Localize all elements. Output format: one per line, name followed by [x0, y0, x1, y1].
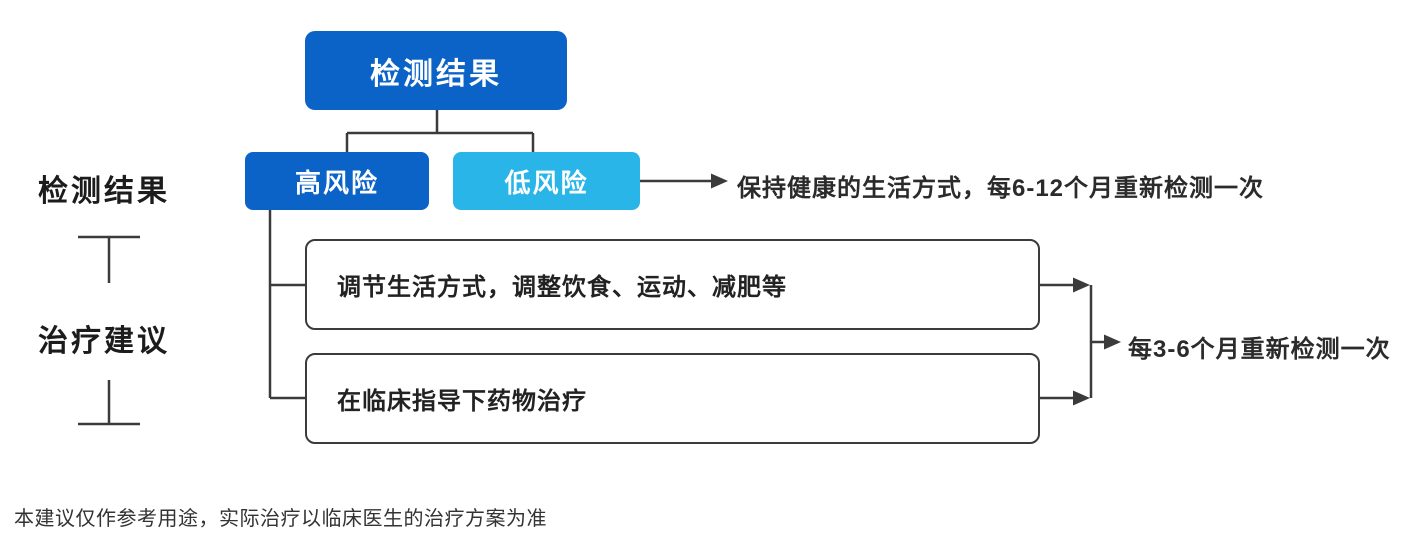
- low-risk-followup-note: 保持健康的生活方式，每6-12个月重新检测一次: [737, 175, 1265, 202]
- arrow-right-icon: [711, 173, 728, 189]
- root-to-branches-connector: [345, 110, 535, 152]
- disclaimer-text: 本建议仅作参考用途，实际治疗以临床医生的治疗方案为准: [14, 508, 547, 530]
- arrow-right-icon: [1073, 277, 1090, 293]
- low-risk-arrow: [640, 173, 728, 189]
- high-risk-followup-note: 每3-6个月重新检测一次: [1128, 336, 1391, 363]
- low-risk-node: 低风险: [453, 152, 640, 210]
- treatment-box-lifestyle: 调节生活方式，调整饮食、运动、减肥等: [305, 239, 1040, 330]
- treatments-merge-connector: [1040, 277, 1121, 406]
- root-node-test-result: 检测结果: [305, 31, 567, 110]
- row-label-results: 检测结果: [38, 175, 170, 208]
- arrow-right-icon: [1073, 390, 1090, 406]
- high-risk-node: 高风险: [245, 152, 429, 210]
- treatment-box-medication: 在临床指导下药物治疗: [305, 353, 1040, 444]
- high-risk-to-treatments-connector: [268, 210, 305, 400]
- arrow-right-icon: [1104, 334, 1121, 350]
- row-label-treatment: 治疗建议: [38, 325, 170, 358]
